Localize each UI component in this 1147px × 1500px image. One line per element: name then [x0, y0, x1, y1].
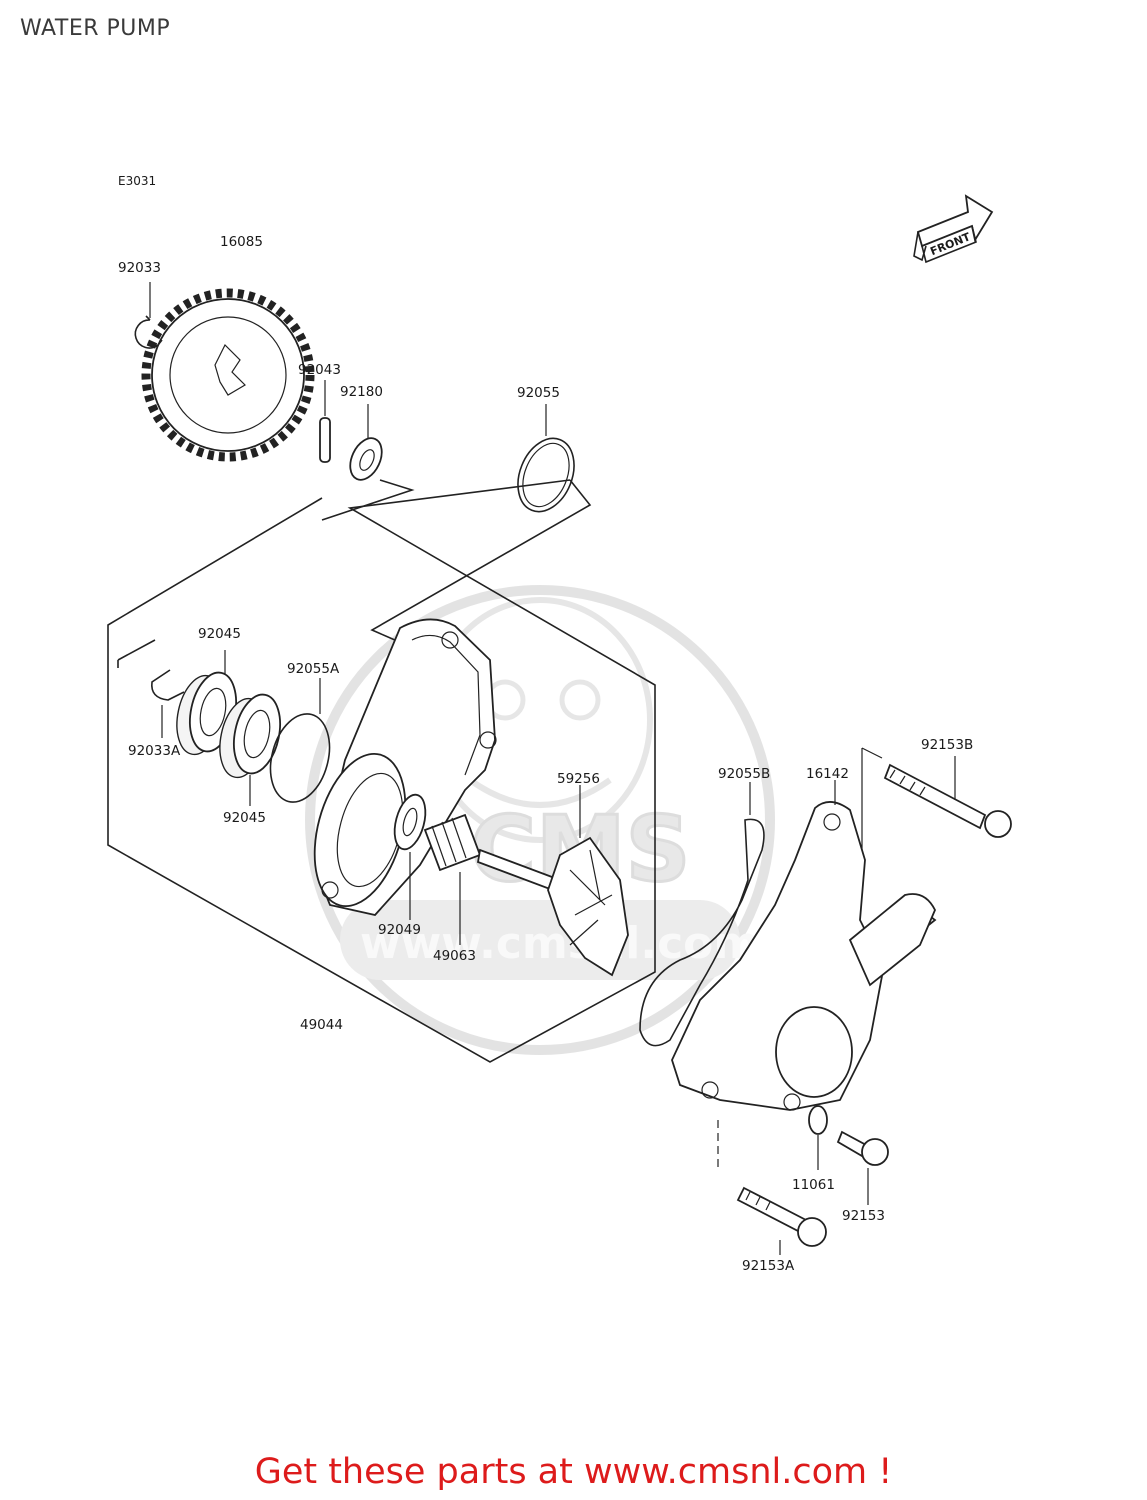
bolt-92153a-icon	[717, 1120, 827, 1255]
washer-11061-icon	[808, 1105, 828, 1135]
part-number-label: 92055A	[287, 661, 340, 677]
pump-cover-icon	[671, 747, 937, 1111]
part-number-label: 49063	[433, 948, 476, 964]
part-number-label: 16085	[220, 234, 263, 250]
part-number-label: 16142	[806, 766, 849, 782]
bolt-92153-icon	[836, 1130, 889, 1205]
bolt-92153b-icon	[883, 756, 1012, 838]
mechanical-seal-icon	[423, 813, 562, 945]
part-number-label: 92043	[298, 362, 341, 378]
part-number-label: 92055	[517, 385, 560, 401]
part-number-label: 92180	[340, 384, 383, 400]
water-pump-exploded-diagram: CMS www.cmsnl.com E3031 FRONT	[107, 174, 1012, 1274]
part-number-label: 92045	[223, 810, 266, 826]
seal-icon	[393, 793, 427, 920]
footer-link[interactable]: Get these parts at www.cmsnl.com !	[254, 1452, 893, 1492]
ref-code: E3031	[118, 174, 156, 188]
impeller-icon	[547, 785, 629, 977]
part-number-label: 11061	[792, 1177, 835, 1193]
pin-icon	[319, 380, 331, 463]
part-number-label: 59256	[557, 771, 600, 787]
part-number-label: 92153B	[921, 737, 973, 753]
circlip-92033a-icon	[151, 669, 185, 738]
part-number-label: 92049	[378, 922, 421, 938]
gear-icon	[141, 288, 315, 462]
washer-92180-icon	[349, 404, 383, 481]
part-number-label: 92033A	[128, 743, 181, 759]
page-title: WATER PUMP	[20, 16, 171, 41]
pump-body-icon	[313, 618, 497, 916]
part-number-label: 49044	[300, 1017, 343, 1033]
front-arrow-icon: FRONT	[913, 194, 994, 264]
o-ring-92055-icon	[517, 404, 575, 513]
part-number-label: 92153	[842, 1208, 885, 1224]
o-ring-92055b-icon	[639, 782, 765, 1047]
circlip-92033-icon	[134, 315, 163, 349]
watermark-url: www.cmsnl.com	[360, 918, 759, 969]
part-number-label: 92055B	[718, 766, 770, 782]
bearing-inner-icon	[219, 693, 281, 806]
part-number-label: 92153A	[742, 1258, 795, 1274]
part-number-label: 92045	[198, 626, 241, 642]
o-ring-92055a-icon	[269, 678, 331, 803]
part-number-label: 92033	[118, 260, 161, 276]
